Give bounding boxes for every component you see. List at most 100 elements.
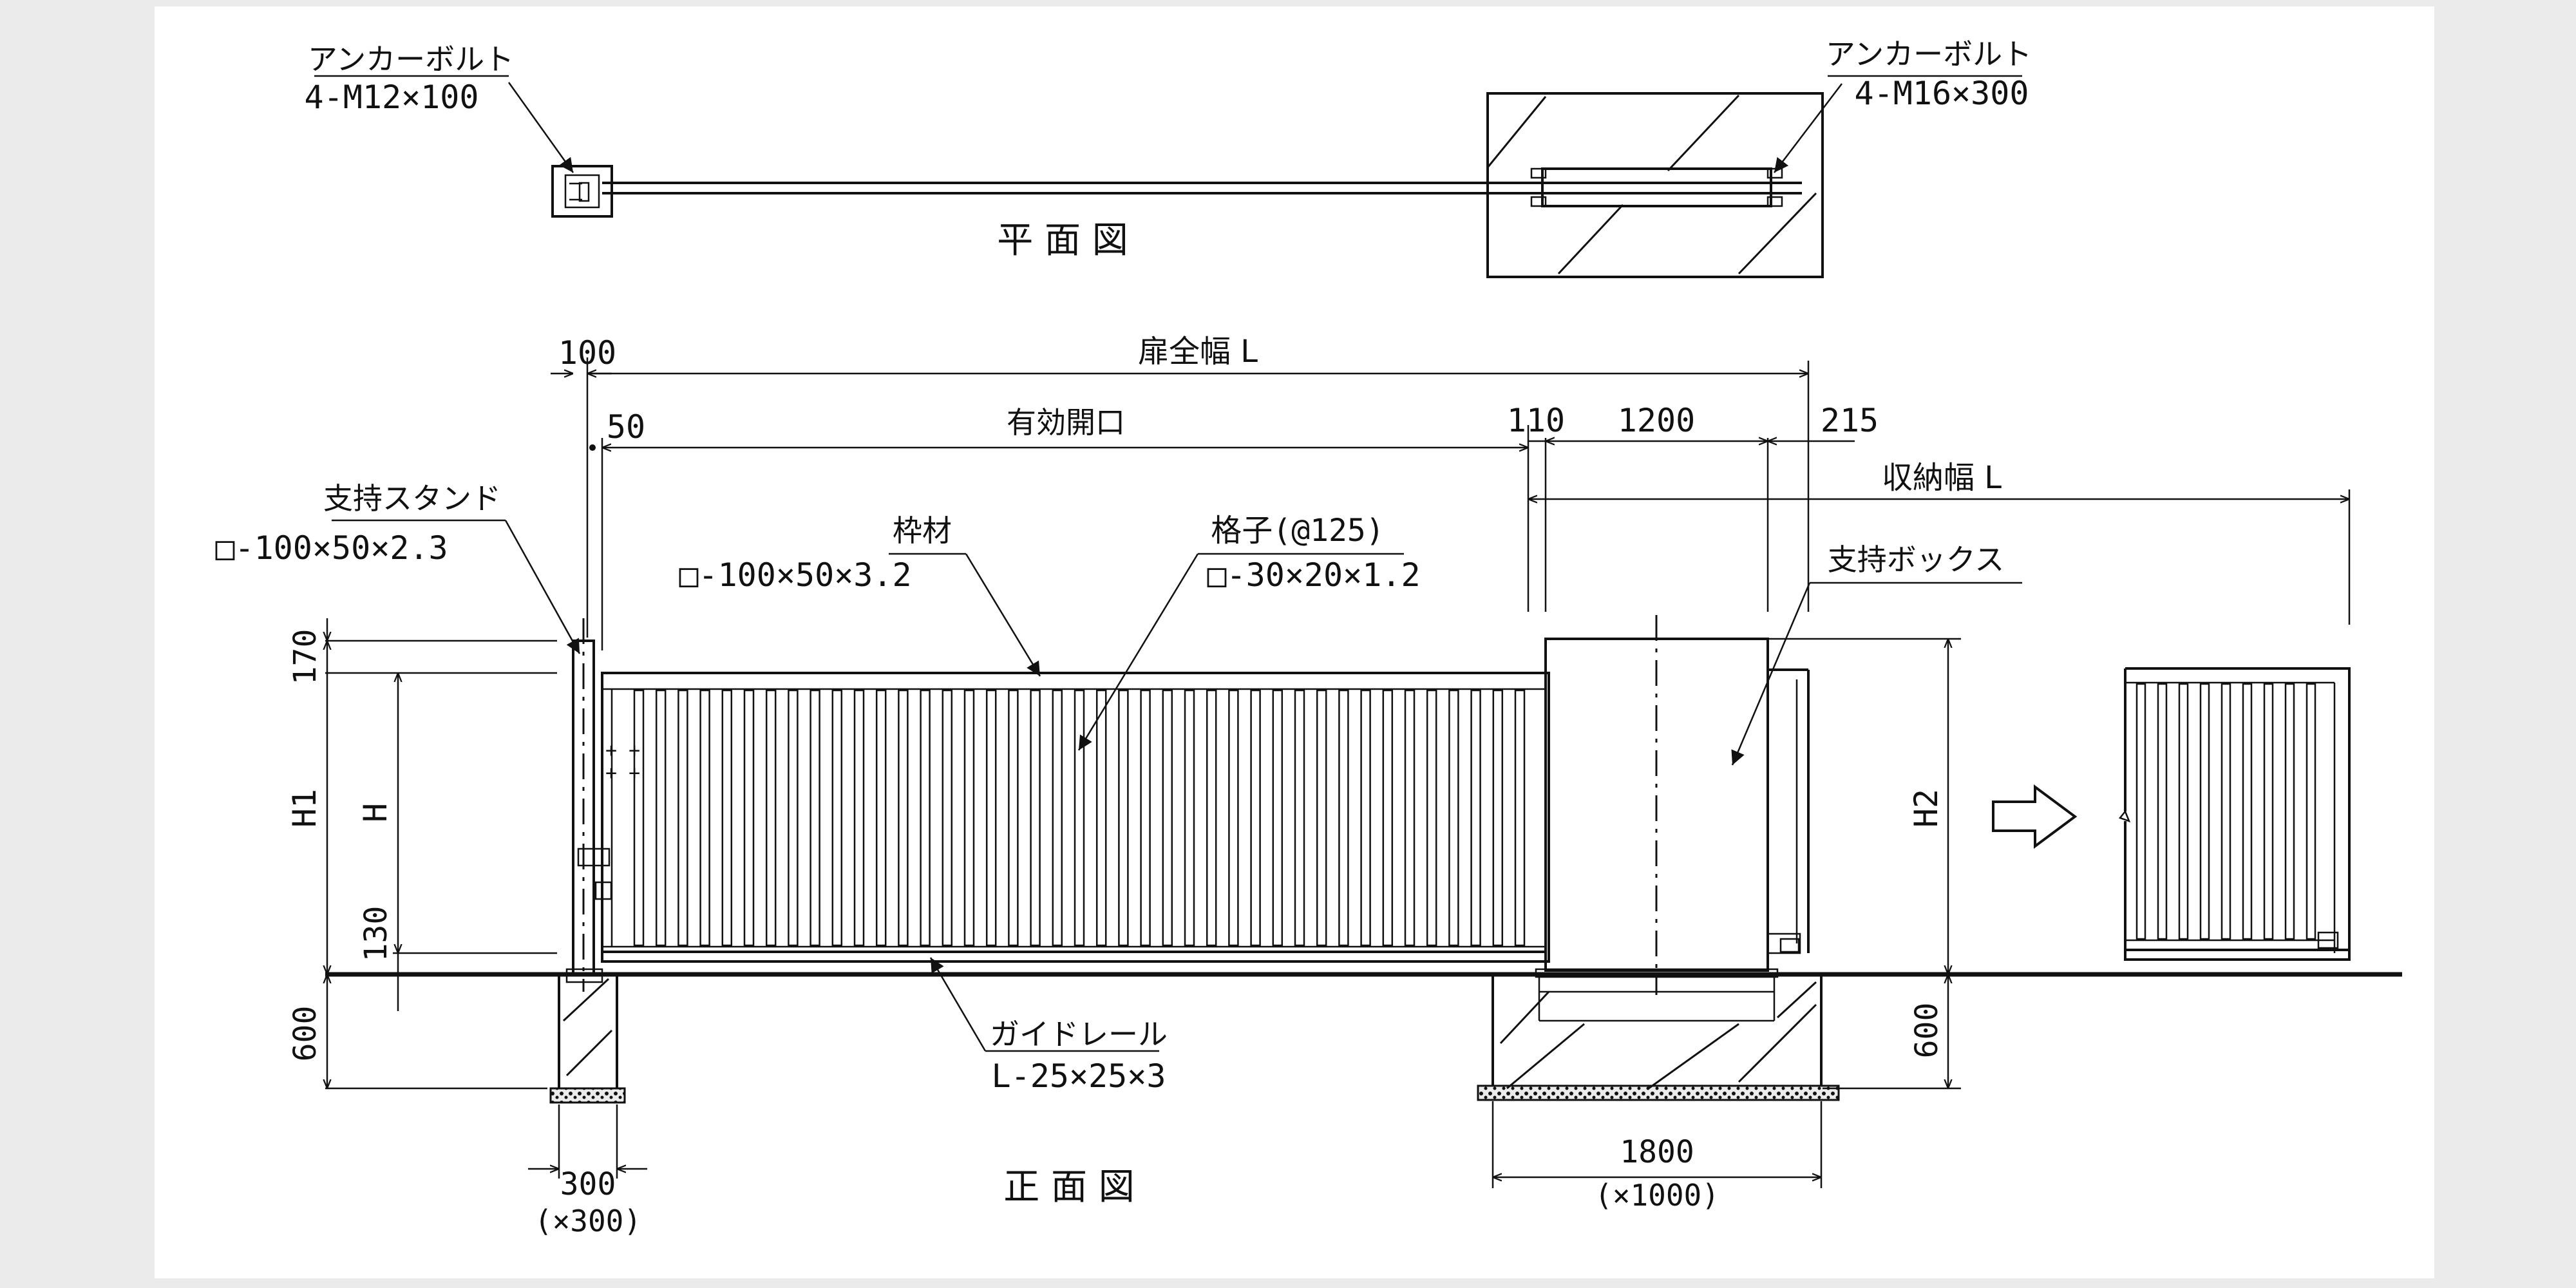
lattice-bar — [1206, 689, 1217, 947]
lattice-bar — [765, 689, 777, 947]
lattice-label: 格子(@125) — [1211, 513, 1384, 549]
lattice-bar — [810, 689, 820, 947]
lattice-bar — [655, 689, 667, 947]
right-anchor-leader — [1774, 83, 1842, 173]
lattice-bar — [1250, 689, 1261, 947]
lattice-bar — [677, 689, 688, 947]
lattice-bar — [1030, 689, 1041, 947]
left-post-plan — [564, 174, 600, 209]
dim-110: 110 — [1507, 402, 1565, 439]
stored-lattice-bar — [2157, 683, 2168, 940]
dim-50: 50 — [607, 408, 645, 446]
right-anchor-spec: 4-M16×300 — [1855, 75, 2029, 112]
leader-lines — [332, 519, 2022, 1052]
dim-170: 170 — [287, 629, 323, 685]
stored-lattice-bar — [2199, 683, 2210, 940]
lattice-bar — [633, 689, 645, 947]
lattice-bar — [1140, 689, 1151, 947]
dim-300-alt: (×300) — [535, 1204, 641, 1238]
stored-lattice-bar — [2178, 683, 2189, 940]
dimension-lines — [325, 357, 2351, 1188]
lattice-bar — [963, 689, 975, 947]
dim-H1: H1 — [286, 789, 323, 828]
right-footing-plan — [1486, 92, 1824, 278]
stored-lattice-bar — [2284, 683, 2295, 940]
lattice-bar — [743, 689, 755, 947]
left-anchor-label: アンカーボルト — [308, 42, 514, 77]
stored-lattice-bar — [2306, 683, 2316, 940]
frame-label: 枠材 — [893, 513, 952, 548]
plan-view-title: 平 面 図 — [997, 220, 1128, 261]
left-anchor-spec: 4-M12×100 — [305, 79, 479, 116]
front-view: + + + + — [215, 334, 2402, 1238]
stored-lattice-bar — [2136, 683, 2146, 940]
open-direction-arrow-icon — [1992, 784, 2078, 849]
lattice-bar — [1074, 689, 1085, 947]
lattice-bar — [1162, 689, 1173, 947]
lattice-bar — [1294, 689, 1305, 947]
support-box — [1544, 615, 1810, 995]
dim-600-left: 600 — [287, 1006, 323, 1062]
stored-lattice-bar — [2221, 683, 2231, 940]
plan-view: アンカーボルト 4-M12×100 アンカーボルト 4-M16×300 平 面 … — [305, 37, 2032, 278]
gate-panel: + + + + — [601, 672, 1550, 963]
paper-background — [155, 6, 2434, 1278]
lattice-bar — [1095, 689, 1107, 947]
lattice-bar — [831, 689, 843, 947]
lattice-bar — [721, 689, 733, 947]
lattice-bar — [985, 689, 997, 947]
lattice-bar — [1052, 689, 1063, 947]
lattice-bar — [1316, 689, 1327, 947]
lattice-bar — [1426, 689, 1437, 947]
lattice-bar — [1008, 689, 1019, 947]
lattice-bar — [788, 689, 799, 947]
lattice-bar — [1184, 689, 1195, 947]
lattice-bar — [898, 689, 909, 947]
lattice-bars — [633, 689, 1526, 947]
guide-rail-label: ガイドレール — [990, 1017, 1168, 1052]
dim-130: 130 — [358, 906, 394, 962]
lattice-bar — [1338, 689, 1349, 947]
dim-1800-alt: (×1000) — [1595, 1178, 1719, 1213]
dim-300: 300 — [560, 1166, 616, 1202]
lattice-bar — [1228, 689, 1239, 947]
support-box-label: 支持ボックス — [1828, 542, 2005, 577]
dim-215: 215 — [1821, 402, 1879, 439]
dim-1200: 1200 — [1618, 402, 1695, 439]
left-footing-plan — [551, 165, 613, 218]
guide-rail-spec: L-25×25×3 — [992, 1057, 1166, 1095]
lattice-bar — [1492, 689, 1504, 947]
support-stand — [565, 618, 612, 992]
lattice-bar — [699, 689, 710, 947]
front-view-title: 正 面 図 — [1003, 1166, 1135, 1208]
support-box-plan — [1541, 167, 1772, 207]
left-foundation — [549, 974, 626, 1104]
dim-gate-full-width: 扉全幅 L — [1138, 334, 1258, 370]
lattice-bar — [1118, 689, 1129, 947]
stored-lattice-bars — [2136, 683, 2316, 940]
lattice-bar — [942, 689, 953, 947]
right-anchor-label: アンカーボルト — [1826, 37, 2032, 71]
lattice-bar — [1448, 689, 1459, 947]
dim-100: 100 — [558, 334, 616, 372]
stored-lattice-bar — [2242, 683, 2253, 940]
lattice-bar — [1360, 689, 1371, 947]
lattice-bar — [1404, 689, 1416, 947]
stand-label: 支持スタンド — [323, 481, 501, 516]
dim-600-right: 600 — [1909, 1003, 1945, 1059]
right-foundation — [1477, 968, 1840, 1101]
lattice-spec: □-30×20×1.2 — [1207, 556, 1420, 594]
dim-effective-opening: 有効開口 — [1007, 405, 1125, 440]
lattice-bar — [875, 689, 887, 947]
stand-spec: □-100×50×2.3 — [215, 529, 448, 567]
lattice-bar — [1272, 689, 1283, 947]
stored-gate-panel — [2118, 667, 2351, 961]
dim-H2: H2 — [1908, 789, 1945, 828]
lattice-bar — [1382, 689, 1394, 947]
lattice-bar — [1514, 689, 1526, 947]
frame-spec: □-100×50×3.2 — [679, 556, 911, 594]
dim-H: H — [357, 803, 394, 822]
lattice-bar — [853, 689, 865, 947]
